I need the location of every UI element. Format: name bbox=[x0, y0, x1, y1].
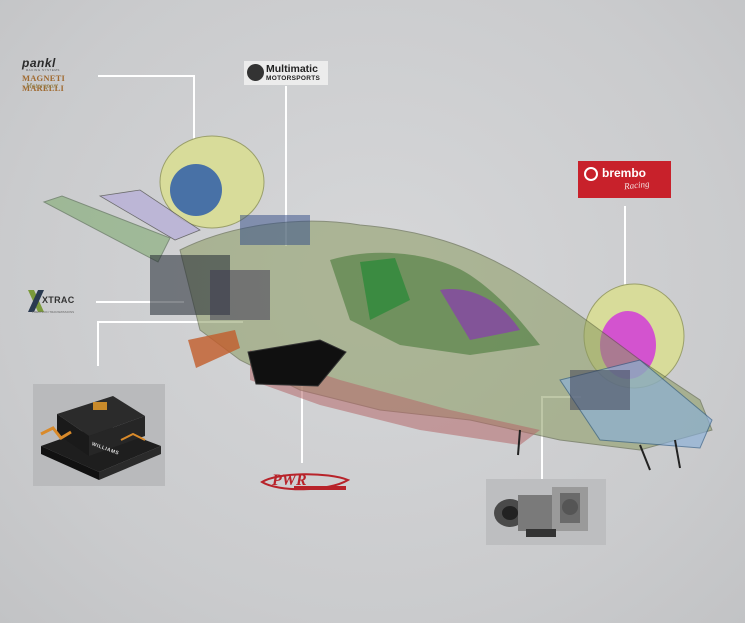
pankl-magnet-logo: pankl RACING SYSTEMS MAGNETI MARELLI Mot… bbox=[22, 56, 94, 96]
xtrac-logo: XTRAC PRECISION TRANSMISSIONS bbox=[28, 288, 92, 316]
magneti-marelli-script: Motorsport bbox=[26, 82, 58, 90]
xtrac-logo-subtext: PRECISION TRANSMISSIONS bbox=[32, 310, 75, 314]
connector-line-pankl-h bbox=[98, 75, 194, 77]
radiator-block bbox=[247, 339, 347, 387]
electric-motor-photo bbox=[486, 479, 606, 545]
rear-rim bbox=[170, 164, 222, 216]
connector-line-battery-h bbox=[98, 321, 243, 323]
connector-line-motor-v bbox=[541, 396, 543, 480]
connector-line-brembo-v bbox=[624, 206, 626, 336]
multimatic-emblem-icon bbox=[247, 64, 264, 81]
connector-line-battery-v bbox=[97, 321, 99, 366]
battery-pack-photo: WILLIAMS bbox=[33, 384, 165, 486]
connector-line-xtrac-h bbox=[96, 301, 184, 303]
brembo-racing-script: Racing bbox=[623, 178, 650, 192]
brembo-logo: brembo Racing bbox=[578, 161, 671, 198]
connector-line-multimatic-v bbox=[285, 86, 287, 246]
battery-pack-image bbox=[40, 396, 161, 480]
multimatic-logo: Multimatic MOTORSPORTS bbox=[244, 61, 328, 85]
pwr-swoosh-icon bbox=[260, 473, 350, 491]
electric-motor-image bbox=[494, 487, 588, 537]
xtrac-x-icon bbox=[28, 290, 44, 312]
magneti-marelli-logo-text: MAGNETI MARELLI bbox=[22, 73, 65, 93]
xtrac-logo-text: XTRAC bbox=[42, 295, 75, 305]
pankl-logo-subtext: RACING SYSTEMS bbox=[26, 68, 60, 72]
rear-wing-frame bbox=[42, 195, 171, 263]
brembo-logo-text: brembo bbox=[602, 166, 647, 180]
brembo-emblem-icon bbox=[584, 167, 598, 181]
pankl-logo-text: pankl bbox=[22, 56, 56, 70]
floor bbox=[250, 350, 540, 445]
multimatic-logo-text: Multimatic bbox=[266, 63, 318, 75]
connector-line-pwr-v bbox=[301, 368, 303, 463]
multimatic-logo-subtext: MOTORSPORTS bbox=[266, 75, 321, 82]
pwr-logo: PWR bbox=[258, 470, 350, 494]
pwr-logo-text: PWR bbox=[272, 472, 307, 489]
